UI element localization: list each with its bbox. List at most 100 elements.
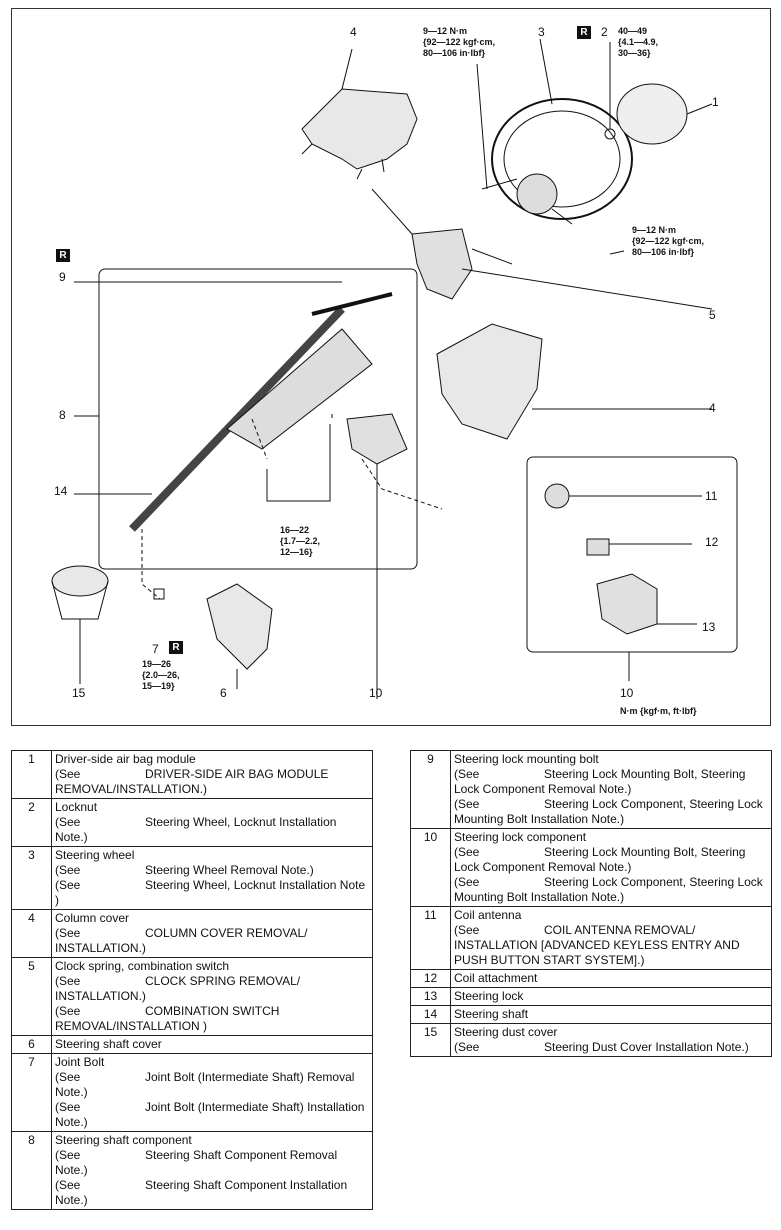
part-description: Steering shaft xyxy=(450,1005,772,1024)
steering-shaft-cover xyxy=(206,583,273,689)
part-number: 3 xyxy=(11,846,52,910)
part-name: Joint Bolt xyxy=(55,1055,105,1069)
see-label: (See xyxy=(55,863,81,877)
part-name: Steering lock component xyxy=(454,830,587,844)
units-note: N·m {kgf·m, ft·lbf} xyxy=(620,706,697,716)
callout-4-upper: 4 xyxy=(350,25,357,39)
reference-text: Steering Lock Component, Steering Lock M… xyxy=(454,875,763,904)
see-label: (See xyxy=(55,1100,81,1114)
callout-13: 13 xyxy=(702,620,716,634)
part-name: Steering shaft component xyxy=(55,1133,192,1147)
callout-10-main: 10 xyxy=(369,686,383,700)
steering-shaft xyxy=(129,292,393,532)
torque-spec-joint: 19—26 {2.0—26, 15—19} xyxy=(142,659,180,691)
torque-spec-right: 9—12 N·m {92—122 kgf·cm, 80—106 in·lbf} xyxy=(632,225,705,257)
part-number: 14 xyxy=(410,1005,451,1024)
reference-text: Joint Bolt (Intermediate Shaft) Installa… xyxy=(55,1100,365,1129)
callout-7: 7 xyxy=(152,642,159,656)
part-number: 7 xyxy=(11,1053,52,1132)
see-label: (See xyxy=(454,923,480,937)
r-mark-icon: R xyxy=(169,641,183,654)
see-label: (See xyxy=(55,815,81,829)
callout-10-detail: 10 xyxy=(620,686,634,700)
see-label: (See xyxy=(454,767,480,781)
reference-text: COLUMN COVER REMOVAL/ INSTALLATION.) xyxy=(55,926,308,955)
torque-spec-mid: 16—22 {1.7—2.2, 12—16} xyxy=(280,525,321,557)
see-label: (See xyxy=(454,875,480,889)
part-description: Steering shaft cover xyxy=(51,1035,373,1054)
part-number: 12 xyxy=(410,969,451,988)
part-name: Locknut xyxy=(55,800,98,814)
part-number: 8 xyxy=(11,1131,52,1210)
reference-text: Steering Lock Component, Steering Lock M… xyxy=(454,797,763,826)
see-label: (See xyxy=(55,926,81,940)
see-label: (See xyxy=(55,1004,81,1018)
part-number: 15 xyxy=(410,1023,451,1057)
reference-text: DRIVER-SIDE AIR BAG MODULE REMOVAL/INSTA… xyxy=(55,767,329,796)
see-label: (See xyxy=(55,1148,81,1162)
part-reference[interactable]: (See Steering Wheel Removal Note.) xyxy=(55,863,369,878)
part-description: Coil attachment xyxy=(450,969,772,988)
coil-attachment xyxy=(586,538,692,556)
see-label: (See xyxy=(454,1040,480,1054)
detail-frame xyxy=(526,456,738,653)
reference-text: Steering Lock Mounting Bolt, Steering Lo… xyxy=(454,845,746,874)
see-label: (See xyxy=(55,878,81,892)
callout-5: 5 xyxy=(709,308,716,322)
part-name: Clock spring, combination switch xyxy=(55,959,230,973)
callout-3: 3 xyxy=(538,25,545,39)
shaft-component-frame xyxy=(98,268,418,570)
part-name: Steering lock xyxy=(454,989,524,1003)
see-label: (See xyxy=(55,767,81,781)
joint-bolt xyxy=(153,588,165,600)
reference-text: Steering Wheel, Locknut Installation Not… xyxy=(55,815,337,844)
callout-11: 11 xyxy=(705,489,718,503)
torque-bracket xyxy=(266,424,331,502)
part-number: 5 xyxy=(11,957,52,1036)
air-bag-module xyxy=(616,83,713,145)
reference-text: Steering Lock Mounting Bolt, Steering Lo… xyxy=(454,767,746,796)
see-label: (See xyxy=(55,1178,81,1192)
part-number: 4 xyxy=(11,909,52,958)
leader-lines xyxy=(74,38,625,495)
part-number: 2 xyxy=(11,798,52,847)
callout-8: 8 xyxy=(59,408,66,422)
see-label: (See xyxy=(454,797,480,811)
see-label: (See xyxy=(454,845,480,859)
reference-text: Steering Wheel Removal Note.) xyxy=(145,863,314,877)
callout-12: 12 xyxy=(705,535,719,549)
part-name: Driver-side air bag module xyxy=(55,752,196,766)
callout-6: 6 xyxy=(220,686,227,700)
diagram-drawing xyxy=(51,38,738,699)
torque-spec-top: 9—12 N·m {92—122 kgf·cm, 80—106 in·lbf} xyxy=(423,26,496,58)
part-number: 10 xyxy=(410,828,451,907)
